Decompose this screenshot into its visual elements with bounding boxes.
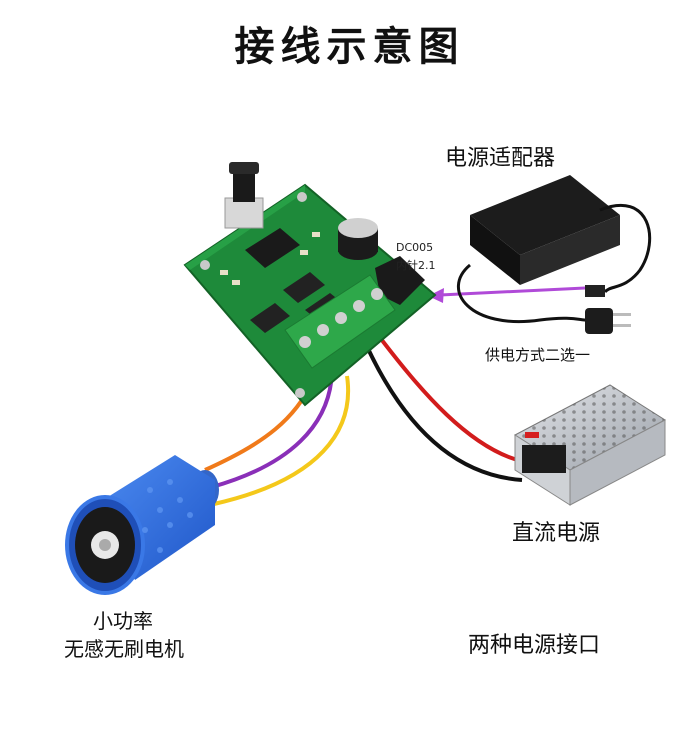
dc-jack-model-label: DC005 xyxy=(396,241,434,254)
power-interfaces-label: 两种电源接口 xyxy=(468,633,601,658)
wire-yellow xyxy=(213,375,351,506)
supply-choice-label: 供电方式二选一 xyxy=(485,346,591,364)
dc-power-supply xyxy=(514,384,666,506)
motor-type-label: 无感无刷电机 xyxy=(64,637,184,661)
motor-power-label: 小功率 xyxy=(93,609,153,633)
wire-red xyxy=(376,333,526,464)
driver-board xyxy=(183,162,437,407)
wire-purple xyxy=(211,371,334,489)
adapter-arrow xyxy=(428,286,586,303)
motor-wires xyxy=(204,367,351,506)
adapter-label: 电源适配器 xyxy=(445,146,556,171)
page-title: 接线示意图 xyxy=(234,24,465,70)
wire-black xyxy=(362,339,523,482)
dc-power-supply-label: 直流电源 xyxy=(512,521,601,546)
psu-wires xyxy=(362,333,526,482)
dc-jack-pin-label: 内针2.1 xyxy=(396,259,436,272)
power-adapter xyxy=(457,175,652,334)
brushless-motor xyxy=(65,455,219,595)
